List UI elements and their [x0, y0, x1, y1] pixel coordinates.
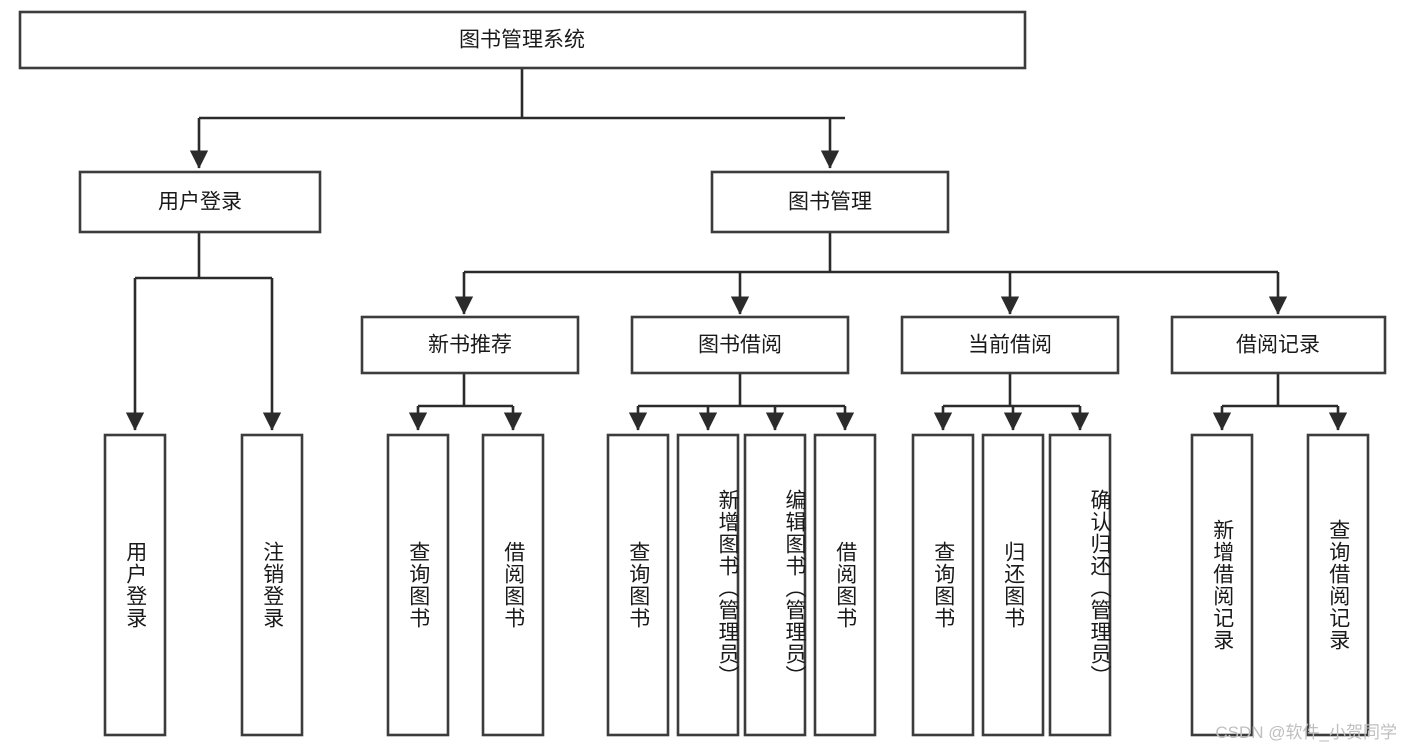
leaf-box-query-book-1[interactable] — [386, 433, 450, 737]
leaf-boxes-user-login — [103, 433, 304, 737]
connector-group-bookmanage-to-level3 — [454, 232, 1288, 315]
node-current-borrow-box[interactable] — [900, 315, 1120, 375]
node-root-box[interactable] — [18, 10, 1027, 70]
leaf-boxes-book-borrow — [606, 433, 877, 737]
leaf-box-logout[interactable] — [240, 433, 304, 737]
connector-group-userlogin-to-leaves — [125, 232, 282, 431]
node-borrow-record-box[interactable] — [1170, 315, 1387, 375]
node-user-login-label: 用户登录 — [158, 191, 242, 214]
connector-group-newbook-to-leaves — [408, 373, 523, 431]
leaf-boxes-borrow-record — [1190, 433, 1370, 737]
node-book-borrow[interactable]: 图书借阅 — [630, 315, 850, 375]
node-current-borrow[interactable]: 当前借阅 — [900, 315, 1120, 375]
leaf-box-add-record[interactable] — [1190, 433, 1254, 737]
leaf-box-add-book[interactable] — [676, 433, 740, 737]
node-book-manage-box[interactable] — [710, 170, 950, 234]
node-book-borrow-label: 图书借阅 — [698, 334, 782, 357]
csdn-watermark: CSDN @软件_小贺同学 — [1215, 723, 1397, 742]
leaf-box-query-book-3[interactable] — [911, 433, 975, 737]
node-book-manage-label: 图书管理 — [788, 191, 872, 214]
connector-group-currentborrow-to-leaves — [933, 373, 1090, 431]
leaf-box-user-login[interactable] — [103, 433, 167, 737]
leaf-boxes-current-borrow — [911, 433, 1112, 737]
leaf-boxes-new-book-recommend — [386, 433, 545, 737]
node-current-borrow-label: 当前借阅 — [968, 334, 1052, 357]
leaf-box-borrow-book-2[interactable] — [813, 433, 877, 737]
node-borrow-record[interactable]: 借阅记录 — [1170, 315, 1387, 375]
node-root[interactable]: 图书管理系统 — [18, 10, 1027, 70]
node-book-manage[interactable]: 图书管理 — [710, 170, 950, 234]
node-new-book-recommend-label: 新书推荐 — [428, 334, 512, 357]
node-borrow-record-label: 借阅记录 — [1236, 334, 1320, 357]
leaf-box-query-book-2[interactable] — [606, 433, 670, 737]
node-user-login[interactable]: 用户登录 — [78, 170, 322, 234]
leaf-box-confirm-return[interactable] — [1048, 433, 1112, 737]
node-book-borrow-box[interactable] — [630, 315, 850, 375]
leaf-box-query-record[interactable] — [1306, 433, 1370, 737]
connector-group-borrowrecord-to-leaves — [1212, 373, 1348, 431]
leaf-box-edit-book[interactable] — [743, 433, 807, 737]
node-new-book-recommend[interactable]: 新书推荐 — [360, 315, 580, 375]
leaf-box-borrow-book-1[interactable] — [481, 433, 545, 737]
connector-group-root-to-level2 — [189, 68, 845, 169]
connector-group-bookborrow-to-leaves — [628, 373, 855, 431]
node-root-label: 图书管理系统 — [459, 29, 585, 52]
node-new-book-recommend-box[interactable] — [360, 315, 580, 375]
node-user-login-box[interactable] — [78, 170, 322, 234]
leaf-box-return-book[interactable] — [981, 433, 1045, 737]
